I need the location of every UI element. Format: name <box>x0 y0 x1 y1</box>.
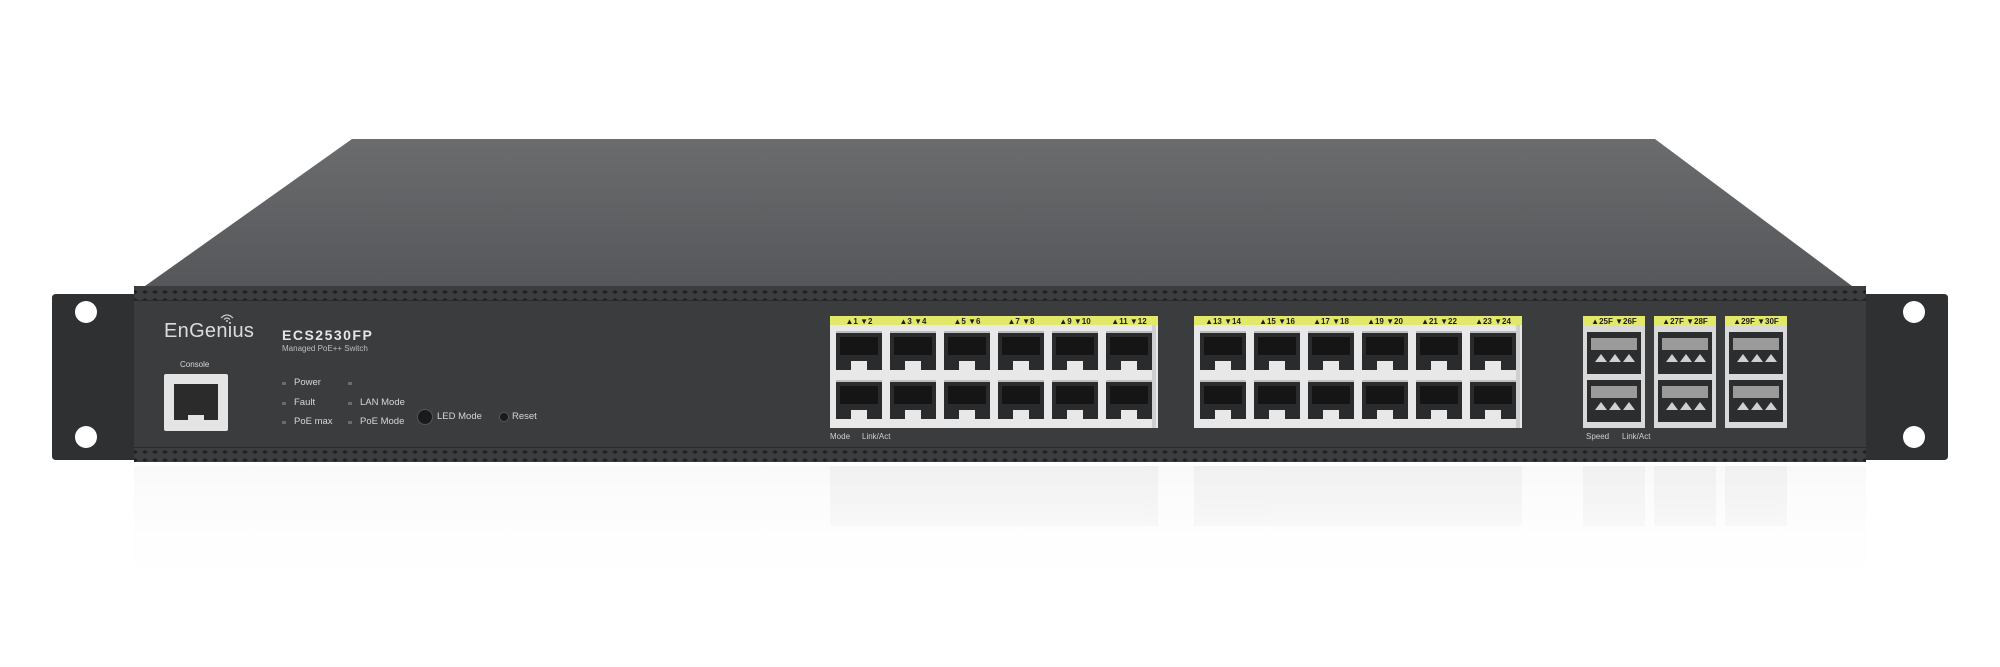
port-label: ▲13 ▼14 <box>1205 317 1241 326</box>
rj45-port <box>1362 331 1408 370</box>
reset-button[interactable] <box>499 412 509 422</box>
brand-logo: EnGenius <box>164 320 255 342</box>
rj45-port <box>890 331 936 370</box>
rj45-port <box>944 380 990 419</box>
rj45-port <box>1470 331 1516 370</box>
sfp-port <box>1587 332 1641 374</box>
unlabeled-led <box>348 382 352 385</box>
rj45-port <box>1200 331 1246 370</box>
rj45-port <box>1308 380 1354 419</box>
rj45-port <box>1416 331 1462 370</box>
model-name: ECS2530FP <box>282 327 374 343</box>
console-label: Console <box>180 360 210 369</box>
port-label: ▲17 ▼18 <box>1313 317 1349 326</box>
port-label: ▲19 ▼20 <box>1367 317 1403 326</box>
sfp-port <box>1729 380 1783 422</box>
rj45-port <box>1470 380 1516 419</box>
rj45-port <box>1362 380 1408 419</box>
sfp-port-label: ▲25F ▼26F <box>1591 317 1637 326</box>
sfp-port <box>1658 332 1712 374</box>
rj45-port <box>1106 380 1152 419</box>
rj45-port <box>998 380 1044 419</box>
port-label: ▲3 ▼4 <box>899 317 927 326</box>
sfp-port <box>1587 380 1641 422</box>
rj45-group-1-cage-edge <box>1152 325 1156 428</box>
power-led-label: Power <box>294 377 321 388</box>
rj45-port <box>1052 331 1098 370</box>
sfp-29-30-label-strip <box>1725 316 1787 325</box>
sfp-27-28-label-strip <box>1654 316 1716 325</box>
power-led <box>282 382 286 385</box>
lan-mode-led-label: LAN Mode <box>360 397 405 408</box>
rj45-group-1-label-strip <box>830 316 1158 325</box>
sfp-port <box>1658 380 1712 422</box>
rj45-port <box>944 331 990 370</box>
port-label: ▲11 ▼12 <box>1111 317 1147 326</box>
rj45-port <box>1254 331 1300 370</box>
rack-ear-right <box>1862 294 1948 460</box>
speed-label: Speed <box>1586 432 1610 441</box>
rj45-port <box>836 380 882 419</box>
mode-label: Mode <box>830 432 851 441</box>
rj45-port <box>1106 331 1152 370</box>
floor-reflection <box>0 465 2000 667</box>
rj45-port <box>1308 331 1354 370</box>
poe-mode-led-label: PoE Mode <box>360 416 405 427</box>
sfp-25-26-label-strip <box>1583 316 1645 325</box>
chassis-top <box>145 139 1852 286</box>
console-port[interactable] <box>164 374 228 431</box>
port-label: ▲7 ▼8 <box>1007 317 1035 326</box>
rj45-group-2-cage-edge <box>1516 325 1520 428</box>
port-label: ▲5 ▼6 <box>953 317 981 326</box>
poe-mode-led <box>348 421 352 424</box>
rj45-port <box>1254 380 1300 419</box>
led-mode-button[interactable] <box>417 409 433 425</box>
lan-mode-led <box>348 402 352 405</box>
rj45-port <box>890 380 936 419</box>
port-label: ▲9 ▼10 <box>1059 317 1091 326</box>
sfp-port-label: ▲29F ▼30F <box>1733 317 1779 326</box>
sfp-port <box>1729 332 1783 374</box>
led-mode-label: LED Mode <box>437 411 482 422</box>
wifi-logo-icon <box>220 314 234 322</box>
rack-ear-left <box>52 294 138 460</box>
sfp-port-label: ▲27F ▼28F <box>1662 317 1708 326</box>
model-subtitle: Managed PoE++ Switch <box>282 344 368 353</box>
port-label: ▲1 ▼2 <box>845 317 873 326</box>
link-act-label: Link/Act <box>862 432 891 441</box>
reset-label: Reset <box>512 411 537 422</box>
rj45-port <box>836 331 882 370</box>
port-label: ▲15 ▼16 <box>1259 317 1295 326</box>
poe-max-led-label: PoE max <box>294 416 333 427</box>
port-label: ▲21 ▼22 <box>1421 317 1457 326</box>
rj45-group-2-port-cage <box>1194 325 1522 428</box>
rj45-group-1-port-cage <box>830 325 1158 428</box>
fault-led-label: Fault <box>294 397 316 408</box>
poe-max-led <box>282 421 286 424</box>
sfp-link-act-label: Link/Act <box>1622 432 1651 441</box>
rj45-port <box>1052 380 1098 419</box>
fault-led <box>282 402 286 405</box>
rj45-port <box>1200 380 1246 419</box>
rj45-port <box>1416 380 1462 419</box>
rj45-port <box>998 331 1044 370</box>
port-label: ▲23 ▼24 <box>1475 317 1511 326</box>
rj45-group-2-label-strip <box>1194 316 1522 325</box>
